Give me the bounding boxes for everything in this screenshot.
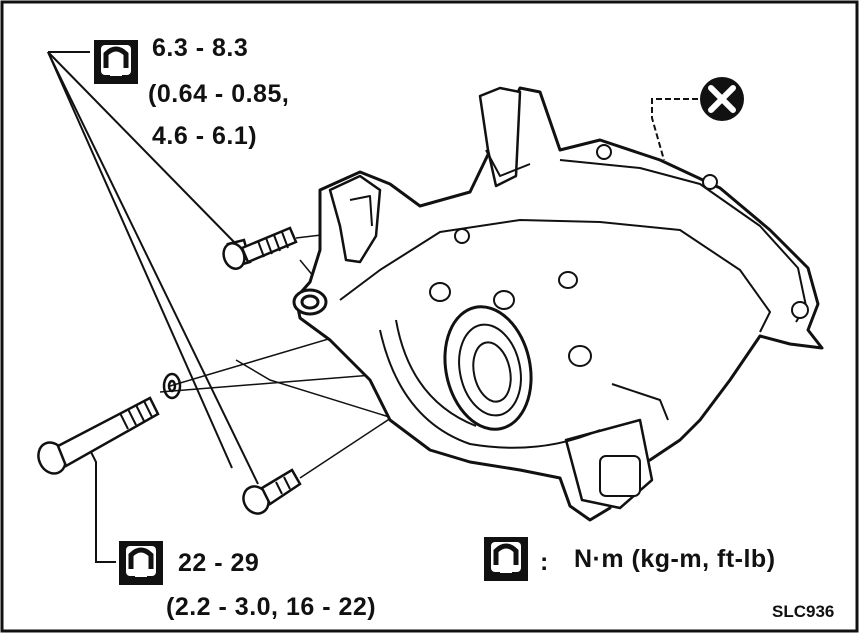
front-cover-body [292,86,824,522]
torque-top-line2: (0.64 - 0.85, [148,80,290,108]
bolt-long [37,396,160,475]
leader-lines-top [47,51,259,485]
legend-separator: : [540,548,549,576]
leader-line-bottom [87,445,116,563]
torque-top-line3: 4.6 - 6.1) [152,122,258,150]
torque-icon-legend [484,537,528,581]
do-not-reuse-x-icon [700,77,744,121]
torque-bottom-line2: (2.2 - 3.0, 16 - 22) [166,593,377,621]
torque-top-line1: 6.3 - 8.3 [152,34,249,62]
torque-bottom-line1: 22 - 29 [178,549,260,577]
bolt-upper [222,226,298,270]
bolt-lower [242,468,302,515]
torque-icon-bottom [119,541,163,585]
torque-icon-top [94,40,138,84]
legend-units: N·m (kg-m, ft-lb) [574,545,776,573]
leader-gasket [651,98,698,161]
figure-code: SLC936 [772,602,835,621]
